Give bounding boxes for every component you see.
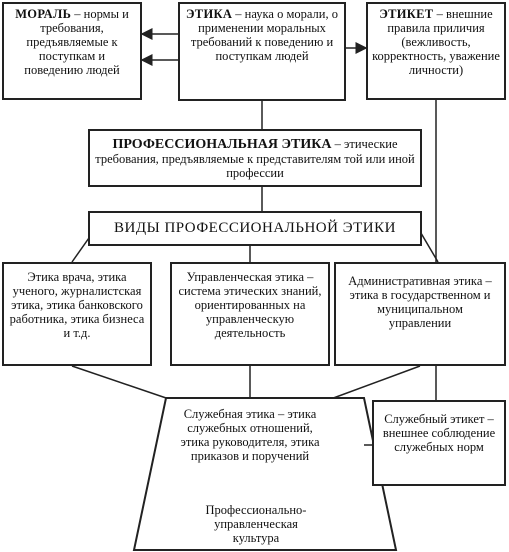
service-etiquette-box: Служебный этикет – внешнее соблюдение сл… (372, 400, 506, 486)
ethics-box: ЭТИКА – наука о морали, о применении мор… (178, 2, 346, 101)
service-ethics-box: Служебная этика – этика служебных отноше… (172, 404, 328, 484)
type-admin-box: Административная этика – этика в государ… (334, 262, 506, 366)
ethics-title: ЭТИКА (186, 7, 233, 21)
etiquette-box: ЭТИКЕТ – внешние правила приличия (вежли… (366, 2, 506, 100)
types-title: ВИДЫ ПРОФЕССИОНАЛЬНОЙ ЭТИКИ (114, 220, 396, 236)
service-ethics-text: Служебная этика – этика служебных отноше… (180, 407, 320, 463)
type-doctor-box: Этика врача, этика ученого, журналистска… (2, 262, 152, 366)
etiquette-text: – внешние правила приличия (вежливость, … (372, 7, 500, 77)
types-box: ВИДЫ ПРОФЕССИОНАЛЬНОЙ ЭТИКИ (88, 211, 422, 246)
professional-ethics-text: – этические требования, предъявляемые к … (95, 137, 415, 180)
line-left-to-service (71, 365, 173, 401)
type-management-box: Управленческая этика – система этических… (170, 262, 330, 366)
culture-trapezoid (132, 397, 398, 551)
professional-ethics-box: ПРОФЕССИОНАЛЬНАЯ ЭТИКА – этические требо… (88, 129, 422, 187)
type-management-text: Управленческая этика – система этических… (178, 270, 322, 340)
professional-ethics-title: ПРОФЕССИОНАЛЬНАЯ ЭТИКА (112, 137, 332, 152)
service-etiquette-text: Служебный этикет – внешнее соблюдение сл… (382, 412, 496, 454)
morality-box: МОРАЛЬ – нормы и требования, предъявляем… (2, 2, 142, 100)
morality-title: МОРАЛЬ (15, 7, 72, 21)
etiquette-title: ЭТИКЕТ (379, 7, 434, 21)
morality-text: – нормы и требования, предъявляемые к по… (24, 7, 129, 77)
type-doctor-text: Этика врача, этика ученого, журналистска… (9, 270, 145, 340)
ethics-text: – наука о морали, о применении моральных… (190, 7, 338, 63)
culture-text: Профессионально-управленческая культура (205, 503, 307, 545)
culture-label: Профессионально-управленческая культура (196, 500, 316, 548)
type-admin-text: Административная этика – этика в государ… (348, 274, 492, 330)
line-right-to-service (327, 365, 421, 401)
